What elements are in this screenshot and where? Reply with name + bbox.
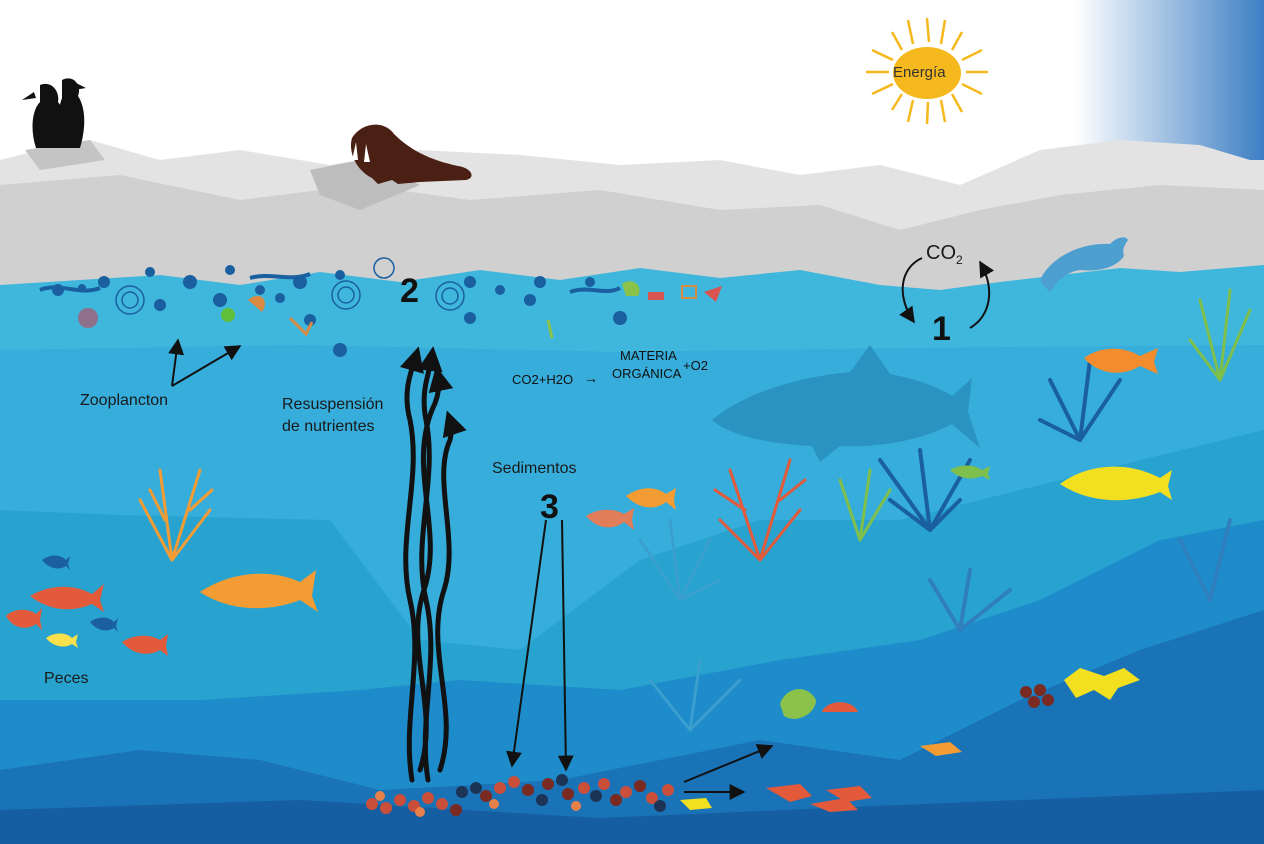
marker-2: 2 (400, 272, 419, 311)
marker-1: 1 (932, 310, 951, 349)
equation-product-line1: MATERIA (620, 348, 677, 363)
equation-plus-o2: +O2 (683, 358, 708, 373)
resuspension-label-line1: Resuspensión (282, 396, 383, 414)
equation-reactants: CO2+H2O (512, 372, 573, 387)
co2-subscript: 2 (956, 253, 963, 267)
resuspension-label-line2: de nutrientes (282, 418, 375, 436)
energy-label: Energía (893, 64, 946, 81)
equation-product-line2: ORGÁNICA (612, 366, 681, 381)
equation-arrow: → (584, 370, 598, 386)
co2-label: CO2 (926, 242, 963, 267)
marker-3: 3 (540, 488, 559, 527)
co2-base: CO (926, 242, 956, 264)
zooplankton-label: Zooplancton (80, 392, 168, 410)
fish-label: Peces (44, 670, 88, 688)
sediments-label: Sedimentos (492, 460, 577, 478)
